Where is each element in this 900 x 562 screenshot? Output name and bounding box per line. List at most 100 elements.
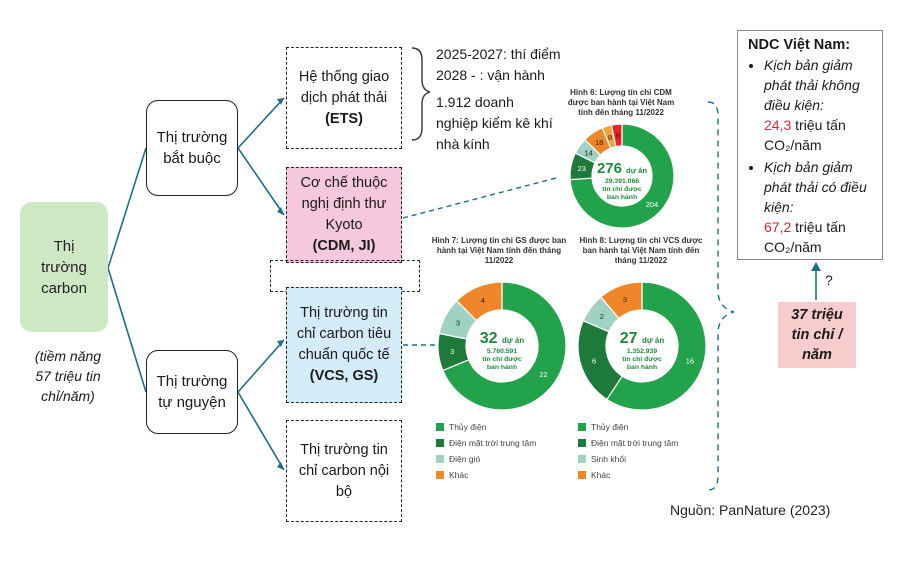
root-note: (tiềm năng 57 triệu tin chỉ/năm) [34,348,102,404]
kyoto-label: Cơ chế thuộc nghị định thư Kyoto [300,175,388,233]
donut-center-sub: ban hành [607,194,637,201]
legend-label: Điện gió [449,454,481,464]
ets-note-3: 1.912 doanh nghiệp kiểm kê khí nhà kính [436,94,553,152]
chart-gs-title: Hình 7: Lượng tín chỉ GS được ban hành t… [431,236,567,265]
donut-slice [455,281,503,322]
legend-swatch [578,423,586,431]
link-voluntary-internal [237,391,285,471]
donut-center-sub: tín chỉ được [622,356,662,363]
link-root-voluntary [107,267,147,393]
slice-label: 3 [450,347,454,356]
kyoto-box: Cơ chế thuộc nghị định thư Kyoto (CDM, JI… [286,167,402,263]
ets-note-1: 2025-2027: thí điểm [436,46,561,62]
question-mark: ? [825,272,833,288]
slice-label: 16 [686,356,694,365]
donut-center-sub: 29.391.066 [605,178,639,185]
ets-note-2: 2028 - : vận hành [436,67,545,83]
link-compliance-kyoto [237,147,285,216]
legend-label: Sinh khối [591,454,626,464]
chart-vcs-title: Hình 8: Lượng tín chỉ VCS được ban hành … [579,236,703,265]
internal-box: Thị trường tin chỉ carbon nội bộ [286,420,402,522]
slice-label: 14 [584,148,592,157]
donut-slice [569,123,675,229]
legend-item: Khác [578,470,610,480]
donut-center-count: 276 dự án [597,160,647,177]
donut-center-sub: 5.760.591 [487,348,517,355]
ndc-title: NDC Việt Nam: [748,37,851,53]
slice-label: 3 [456,318,460,327]
legend-label: Thủy điện [449,422,487,432]
donut-center-sub: tín chỉ được [602,186,642,193]
legend-swatch [436,471,444,479]
donut-center-count: 27 dự án [620,330,665,347]
donut-slice [605,281,707,411]
donut-slice [442,281,567,411]
slice-label: 9 [616,131,620,140]
legend-swatch [578,439,586,447]
slice-label: 8 [608,133,612,142]
link-kyoto-cdm-chart [402,177,557,219]
legend-item: Điện mặt trời trung tâm [436,438,536,448]
legend-item: Thủy điện [436,422,486,432]
ndc-box: NDC Việt Nam: Kịch bản giảm phát thải kh… [737,30,883,260]
kyoto-code: (CDM, JI) [312,238,376,254]
internal-label: Thị trường tin chỉ carbon nội bộ [298,441,390,500]
donut-center-sub: 1.352.939 [627,348,657,355]
ets-brace [411,47,431,141]
donut-center-count: 32 dự án [480,330,525,347]
link-voluntary-vcs [237,339,285,393]
slice-label: 22 [539,370,547,379]
donut-center-sub: tín chỉ được [482,356,522,363]
charts-brace [707,101,735,491]
chart-cdm-title: Hình 6: Lượng tín chỉ CDM được ban hành … [567,88,675,117]
legend-swatch [436,439,444,447]
legend-label: Điện mặt trời trung tâm [449,438,537,448]
legend-label: Điện mặt trời trung tâm [591,438,679,448]
compliance-label: Thị trường bắt buộc [156,129,228,167]
donut-slice [600,281,643,320]
slice-label: 3 [623,295,627,304]
legend-item: Khác [436,470,468,480]
root-label: Thị trường carbon [41,237,87,297]
legend-item: Điện mặt trời trung tâm [578,438,678,448]
link-compliance-ets [237,97,285,149]
slice-label: 2 [600,312,604,321]
link-root-compliance [107,147,147,269]
ndc-scenario-2: Kịch bản giảm phát thải có điều kiện:67,… [764,157,872,257]
legend-label: Thủy điện [591,422,629,432]
donut-slice [610,123,623,148]
source-note: Nguồn: PanNature (2023) [670,502,831,518]
legend-label: Khác [591,470,611,480]
legend-swatch [578,455,586,463]
legend-swatch [436,455,444,463]
ets-label: Hệ thống giao dịch phát thải [298,68,390,106]
legend-item: Thủy điện [578,422,628,432]
legend-item: Điện gió [436,454,480,464]
legend-label: Khác [449,470,469,480]
credits-box: 37 triệu tin chỉ / năm [778,302,856,368]
slice-label: 4 [481,296,485,305]
ets-code: (ETS) [325,110,363,127]
ets-box: Hệ thống giao dịch phát thải (ETS) [286,47,402,149]
slice-label: 6 [592,356,596,365]
donut-center-sub: ban hành [487,364,517,371]
voluntary-label: Thị trường tự nguyện [156,373,228,411]
vcs-code: (VCS, GS) [309,368,379,384]
vcs-label: Thị trường tin chỉ carbon tiêu chuẩn quố… [296,305,392,363]
vcs-box: Thị trường tin chỉ carbon tiêu chuẩn quố… [286,287,402,403]
root-carbon-market: Thị trường carbon [20,202,108,332]
legend-swatch [578,471,586,479]
legend-swatch [436,423,444,431]
slice-label: 18 [595,138,603,147]
slice-label: 204 [646,200,659,209]
legend-item: Sinh khối [578,454,626,464]
credits-label: 37 triệu tin chỉ / năm [791,307,843,363]
donut-center-sub: ban hành [627,364,657,371]
ndc-scenario-1: Kịch bản giảm phát thải không điều kiện:… [764,55,872,155]
compliance-market-box: Thị trường bắt buộc [146,100,238,196]
voluntary-market-box: Thị trường tự nguyện [146,350,238,434]
